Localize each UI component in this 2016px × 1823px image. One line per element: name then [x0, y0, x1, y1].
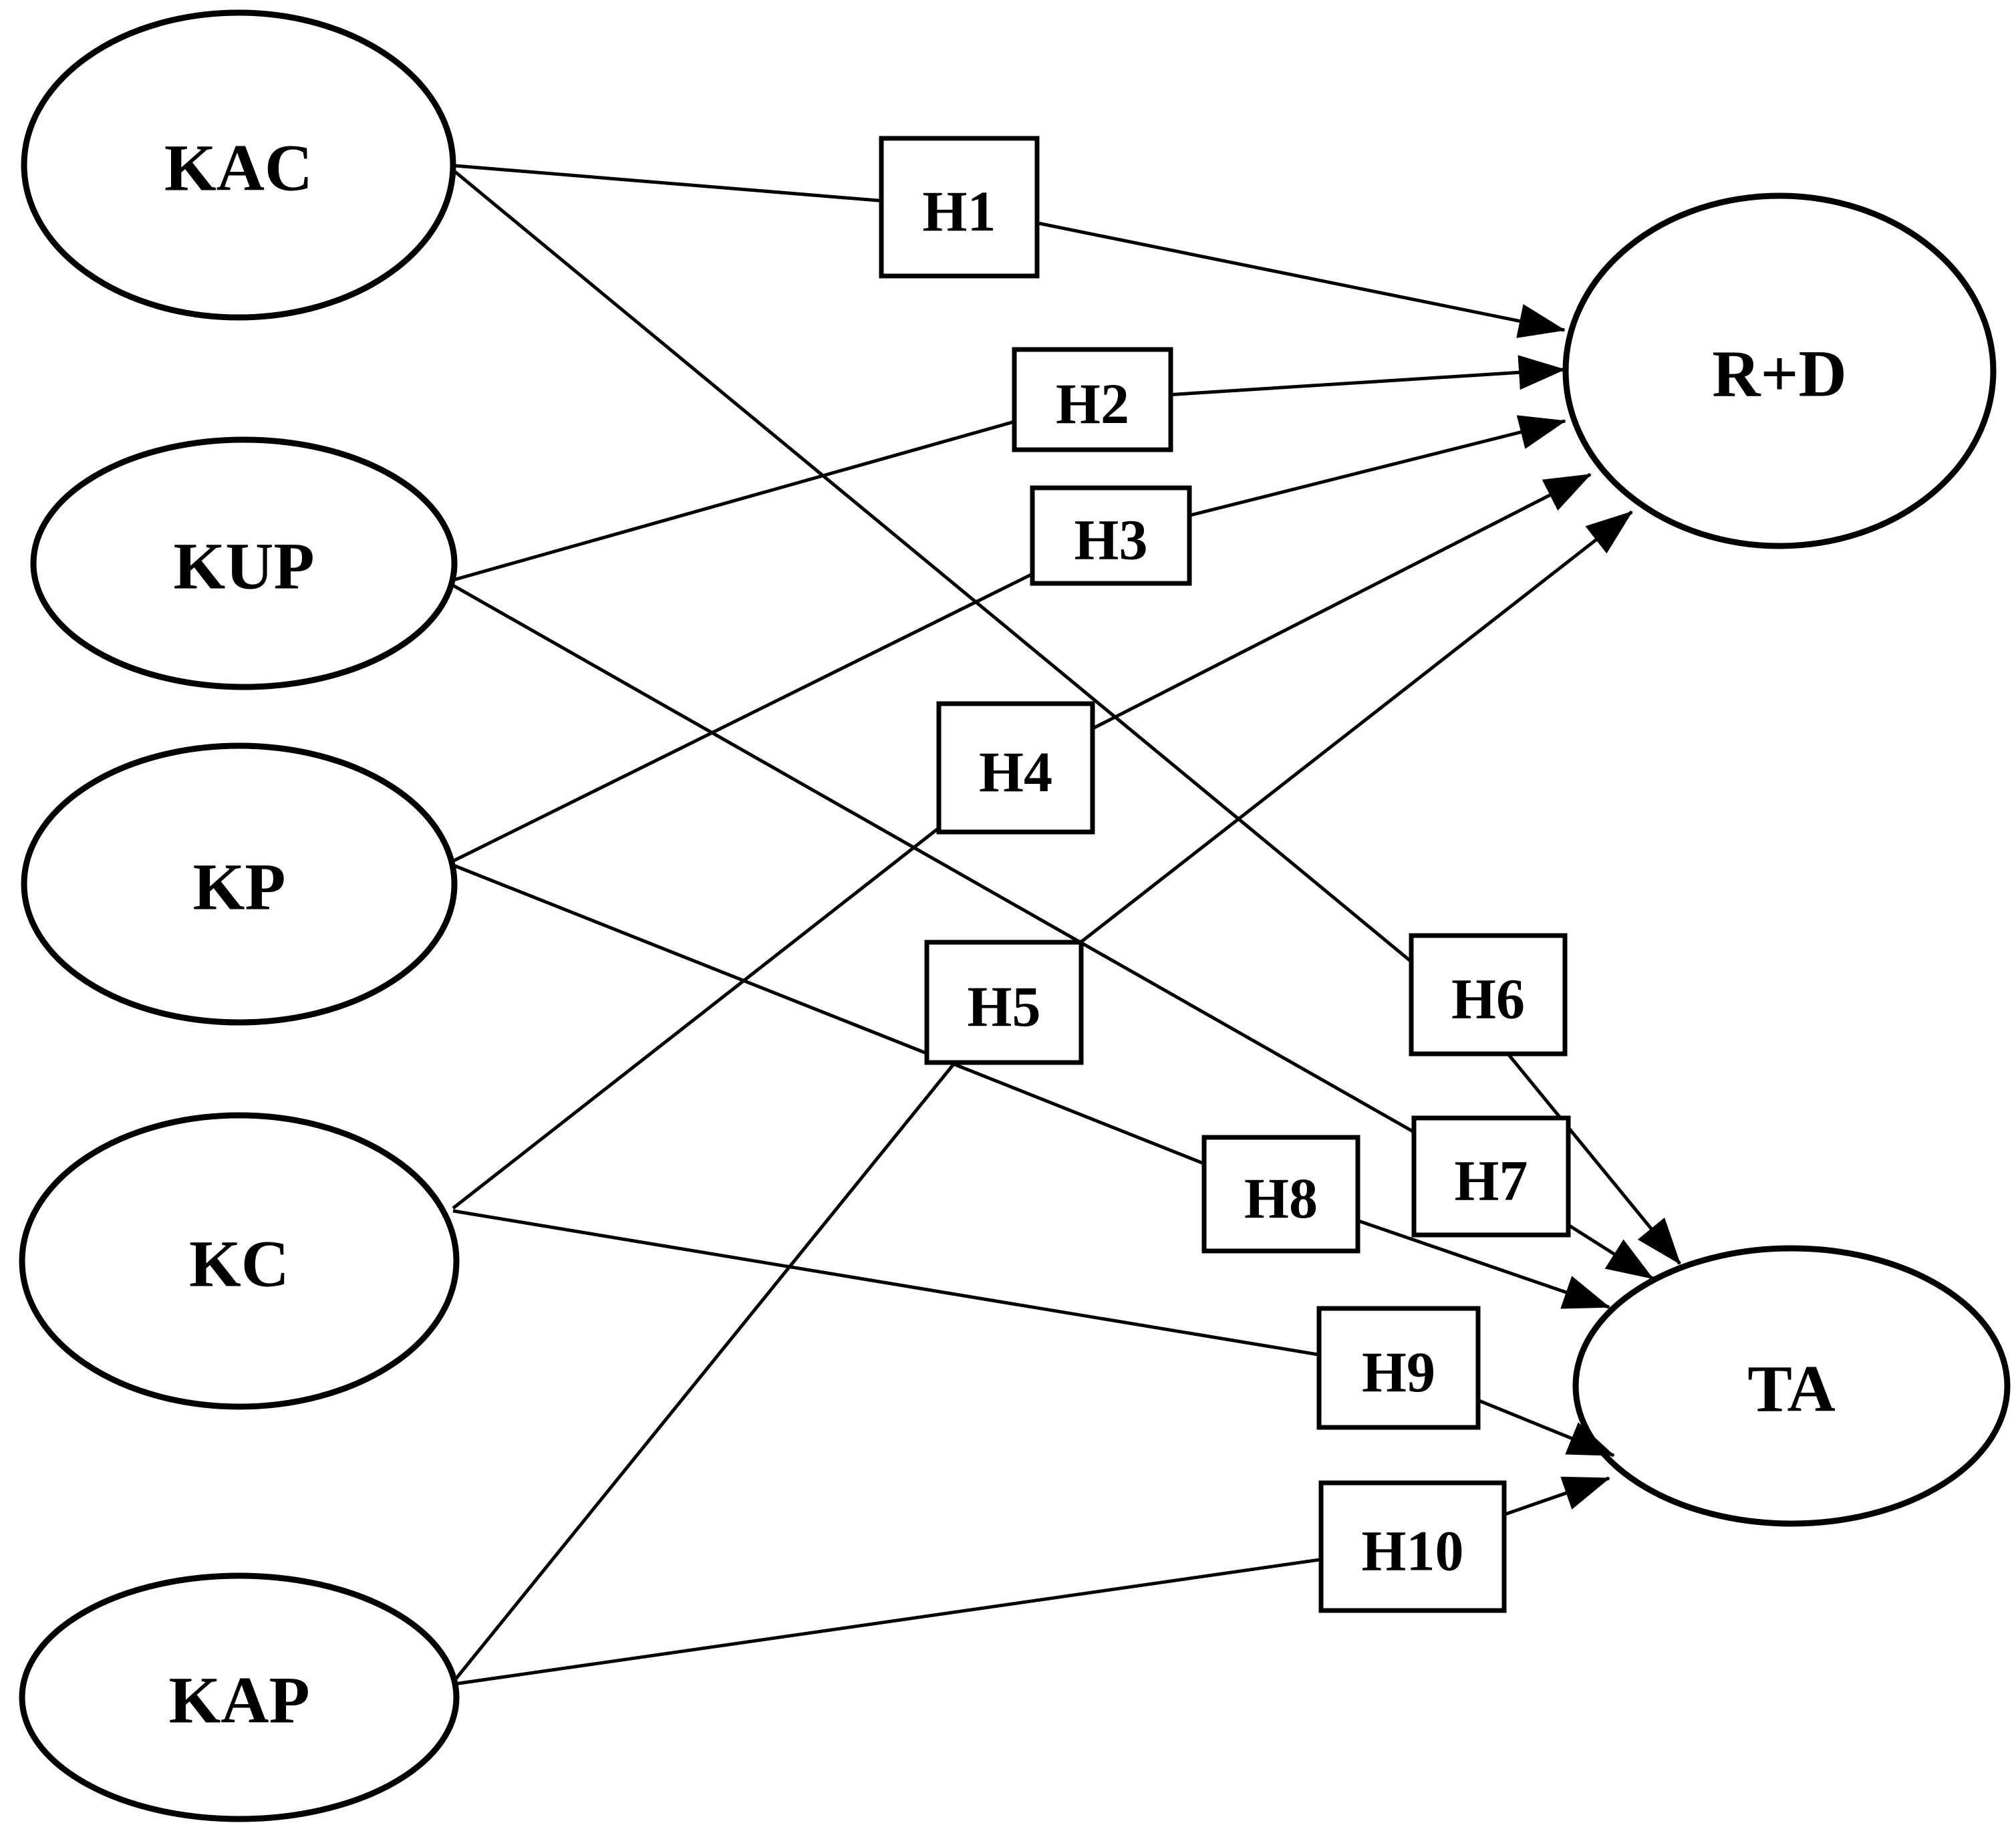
node-ellipse-kp — [21, 742, 458, 1026]
node-ellipse-ta — [1572, 1245, 2011, 1527]
hypothesis-label-h5: H5 — [968, 974, 1041, 1038]
node-label-ta: TA — [1747, 1352, 1836, 1426]
hypothesis-box-h7 — [1411, 1115, 1571, 1238]
node-label-kac: KAC — [164, 131, 313, 205]
node-label-kp: KP — [193, 850, 286, 924]
hypothesis-box-h3 — [1030, 485, 1192, 586]
hypothesis-label-h4: H4 — [979, 740, 1052, 804]
hypothesis-box-h1 — [879, 136, 1040, 279]
hypothesis-label-h2: H2 — [1056, 372, 1129, 436]
hypothesis-box-h4 — [936, 701, 1095, 835]
hypothesis-label-h3: H3 — [1074, 508, 1148, 572]
node-label-kup: KUP — [173, 529, 314, 603]
node-label-kc: KC — [189, 1227, 289, 1301]
node-ellipse-kac — [21, 9, 456, 321]
hypothesis-box-h8 — [1201, 1135, 1360, 1254]
hypothesis-label-h1: H1 — [923, 179, 996, 243]
hypothesis-label-h6: H6 — [1451, 967, 1525, 1031]
node-ellipse-kc — [19, 1112, 460, 1410]
hypothesis-label-h9: H9 — [1362, 1340, 1435, 1404]
hypothesis-label-h8: H8 — [1244, 1166, 1318, 1230]
hypothesis-box-h2 — [1012, 347, 1173, 452]
node-ellipse-kup — [30, 436, 458, 690]
hypothesis-box-h10 — [1318, 1480, 1507, 1613]
node-label-kap: KAP — [168, 1663, 309, 1737]
node-ellipse-rd — [1562, 192, 1997, 549]
hypothesis-box-h5 — [924, 940, 1084, 1065]
node-label-rd: R+D — [1712, 337, 1846, 411]
node-ellipse-kap — [19, 1572, 460, 1822]
hypothesis-box-h6 — [1409, 933, 1568, 1057]
hypothesis-label-h7: H7 — [1455, 1149, 1528, 1213]
hypothesis-box-h9 — [1316, 1306, 1481, 1430]
hypothesis-label-h10: H10 — [1362, 1519, 1464, 1583]
